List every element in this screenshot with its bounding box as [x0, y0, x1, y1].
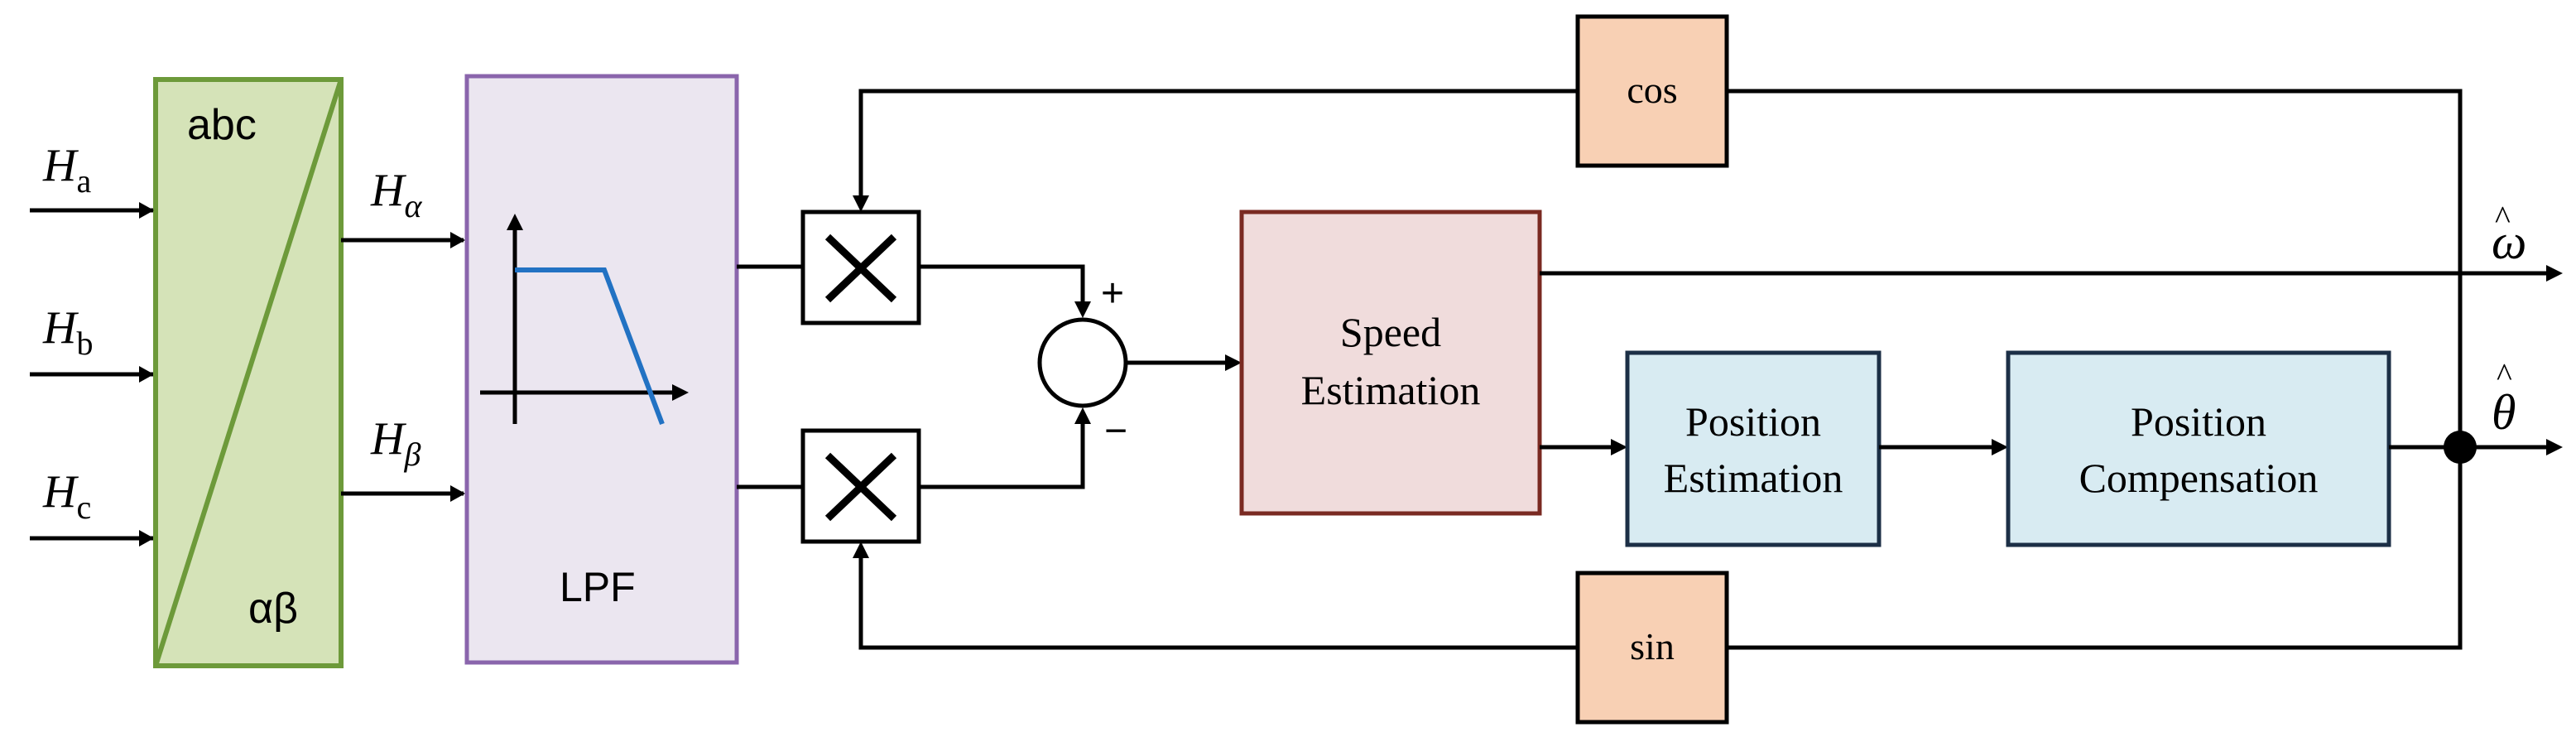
- summer-minus-sign: −: [1104, 409, 1127, 453]
- input-hc-arrowhead: [139, 530, 154, 547]
- cos-to-multiplier-arrowhead: [853, 195, 869, 212]
- summing-junction: + −: [1037, 272, 1128, 453]
- mult-sin-to-summer-arrowhead: [1074, 407, 1091, 424]
- omega-output-arrowhead: [2546, 265, 2563, 282]
- clarke-transform-block: abc αβ: [153, 77, 344, 668]
- mult-cos-to-summer-wire: [919, 264, 1085, 306]
- h-beta-arrowhead: [450, 485, 465, 502]
- speed-to-position-arrowhead: [1611, 439, 1627, 455]
- theta-junction-dot: [2444, 431, 2477, 464]
- input-hb-arrowhead: [139, 366, 154, 383]
- sin-label: sin: [1630, 625, 1675, 667]
- multiplier-cos: [800, 210, 921, 325]
- transform-bottom-label: αβ: [248, 585, 298, 633]
- lpf-x-arrowhead: [672, 384, 689, 401]
- lpf-response-curve: [515, 267, 665, 426]
- theta-hat: ^: [2497, 356, 2512, 393]
- theta-output-label: θ: [2492, 385, 2516, 440]
- cos-block: cos: [1575, 14, 1729, 168]
- position-estimation-line1: Position: [1685, 398, 1821, 445]
- lpf-label: LPF: [560, 564, 636, 610]
- speed-estimation-block: Speed Estimation: [1239, 210, 1542, 516]
- cos-to-multiplier-wire: [858, 89, 1578, 199]
- input-hc-label: Hc: [42, 466, 91, 526]
- h-alpha-label: Hα: [370, 165, 422, 224]
- mult-sin-to-summer-wire: [919, 421, 1085, 489]
- cos-feedback-wire: [1727, 89, 2463, 447]
- sin-to-multiplier-arrowhead: [853, 542, 869, 558]
- lpf-block: LPF: [464, 74, 739, 665]
- speed-label-line1: Speed: [1340, 309, 1441, 355]
- omega-output-label: ω: [2492, 214, 2526, 269]
- position-compensation-block: Position Compensation: [2006, 350, 2391, 547]
- lpf-y-arrowhead: [507, 214, 523, 230]
- position-estimation-block: Position Estimation: [1625, 350, 1882, 547]
- position-compensation-line1: Position: [2131, 398, 2266, 445]
- sin-to-multiplier-wire: [858, 556, 1578, 650]
- omega-hat: ^: [2495, 199, 2511, 236]
- position-estimation-line2: Estimation: [1664, 455, 1843, 501]
- mult-cos-to-summer-arrowhead: [1074, 301, 1091, 318]
- speed-label-line2: Estimation: [1301, 367, 1481, 413]
- summer-plus-sign: +: [1101, 272, 1124, 316]
- h-beta-label: Hβ: [370, 413, 421, 473]
- transform-top-label: abc: [187, 101, 257, 149]
- input-ha-arrowhead: [139, 202, 154, 219]
- sin-feedback-wire: [1727, 447, 2463, 650]
- theta-output-arrowhead: [2546, 439, 2563, 455]
- multiplier-sin: [800, 428, 921, 544]
- cos-label: cos: [1627, 69, 1677, 111]
- position-compensation-line2: Compensation: [2079, 455, 2319, 501]
- h-alpha-arrowhead: [450, 232, 465, 248]
- sin-block: sin: [1575, 571, 1729, 725]
- input-hb-label: Hb: [42, 302, 93, 362]
- input-ha-label: Ha: [42, 140, 91, 200]
- estimation-to-compensation-arrowhead: [1992, 439, 2008, 455]
- summer-to-speed-arrowhead: [1225, 354, 1242, 371]
